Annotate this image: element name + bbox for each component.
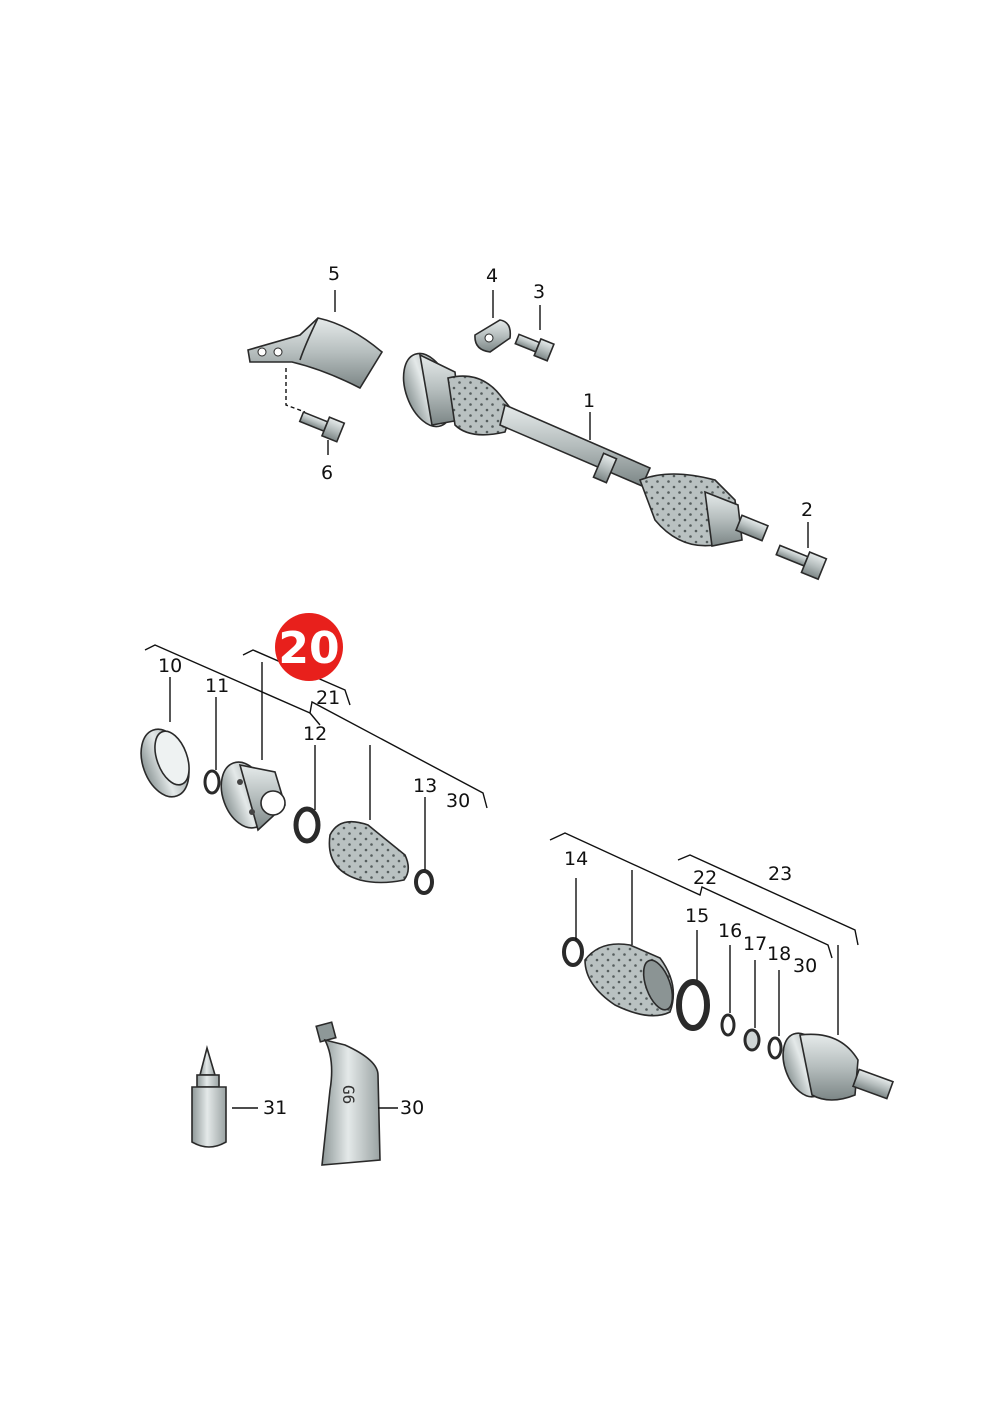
- heat-shield: [247, 317, 384, 390]
- circlip-11: [203, 769, 221, 795]
- label-part-11: 11: [205, 675, 229, 697]
- boot-inner: [328, 820, 410, 884]
- label-part-16: 16: [718, 920, 742, 942]
- label-part-18: 18: [767, 943, 791, 965]
- highlight-badge-label: 20: [278, 623, 339, 674]
- label-part-17: 17: [743, 933, 767, 955]
- protective-cap: [140, 728, 190, 798]
- boot-clamp-15: [676, 979, 710, 1031]
- label-part-13: 13: [413, 775, 437, 797]
- shield-bolt: [298, 411, 346, 443]
- label-part-30-c: 30: [400, 1097, 424, 1119]
- label-part-14: 14: [564, 848, 588, 870]
- label-part-5: 5: [328, 263, 340, 285]
- clamp-plate: [474, 319, 512, 353]
- label-part-30-b: 30: [793, 955, 817, 977]
- label-part-4: 4: [486, 265, 498, 287]
- tube-marking: G6: [339, 1085, 358, 1104]
- inner-cv-joint: [220, 761, 286, 832]
- label-part-15: 15: [685, 905, 709, 927]
- grease-tube: G6: [315, 1021, 381, 1166]
- boot-clamp-14: [562, 937, 584, 967]
- label-part-3: 3: [533, 281, 545, 303]
- ring-17: [743, 1028, 761, 1052]
- label-part-30-a: 30: [446, 790, 470, 812]
- plate-bolt: [514, 333, 555, 362]
- label-part-23: 23: [768, 863, 792, 885]
- boot-clamp-12: [293, 806, 321, 844]
- sealant-bottle: [191, 1045, 227, 1148]
- flange-bolt: [775, 544, 828, 581]
- label-part-2: 2: [801, 499, 813, 521]
- label-part-6: 6: [321, 462, 333, 484]
- label-part-12: 12: [303, 723, 327, 745]
- drive-shaft: [402, 352, 770, 547]
- label-part-10: 10: [158, 655, 182, 677]
- label-part-21: 21: [316, 687, 340, 709]
- label-part-22: 22: [693, 867, 717, 889]
- highlight-badge: 20: [275, 613, 343, 681]
- boot-clamp-13: [414, 869, 434, 895]
- label-part-1: 1: [583, 390, 595, 412]
- circlip-18: [767, 1036, 783, 1060]
- outer-cv-joint: [782, 1032, 895, 1101]
- ring-16: [720, 1013, 736, 1037]
- label-part-31: 31: [263, 1097, 287, 1119]
